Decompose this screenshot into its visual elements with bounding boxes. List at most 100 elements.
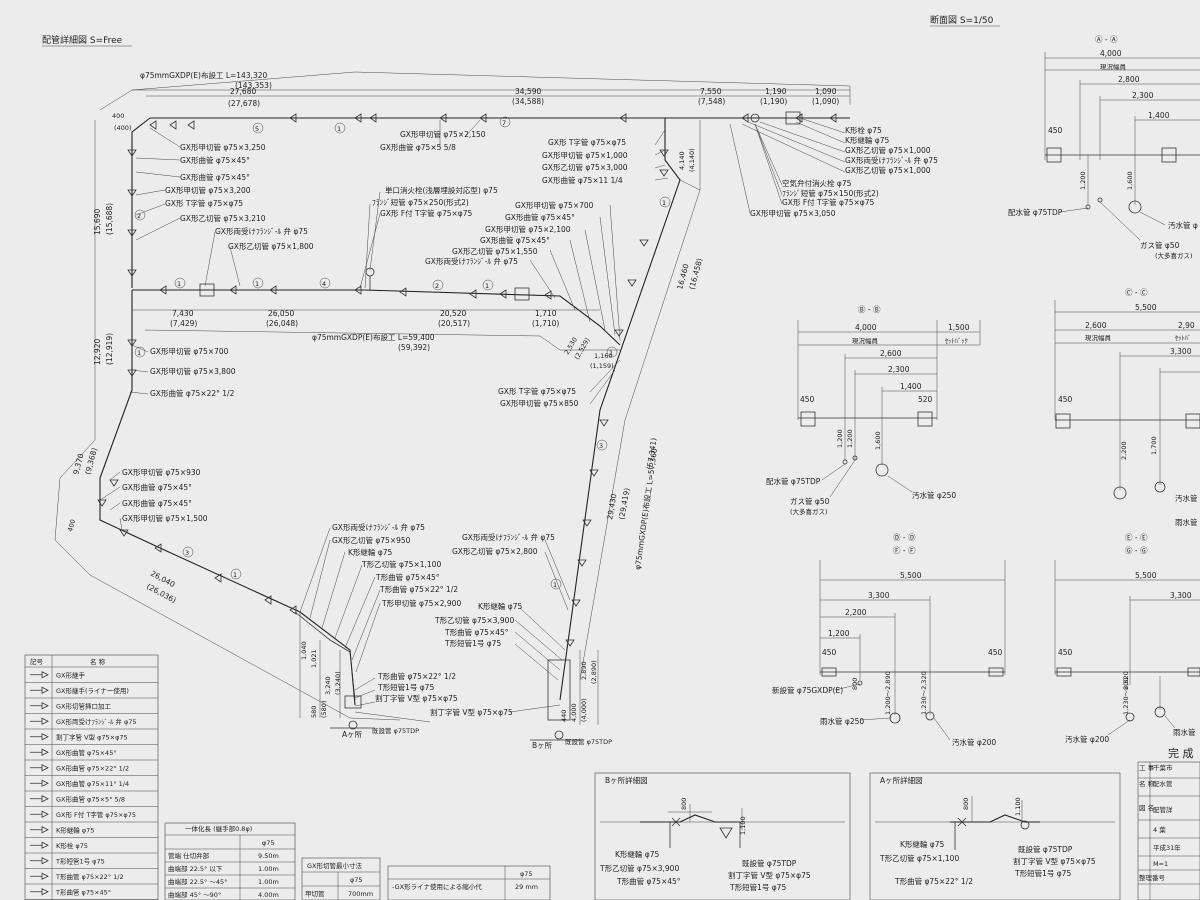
legend-row-label: GX形両受けﾌﾗﾝｼﾞ-ﾙ 弁 φ75	[56, 717, 137, 726]
svg-text:GX形 T字管 φ75×φ75: GX形 T字管 φ75×φ75	[498, 386, 576, 396]
svg-text:(7,429): (7,429)	[170, 319, 197, 328]
svg-text:-GX形ライナ使用による縮小代: -GX形ライナ使用による縮小代	[392, 882, 482, 891]
svg-text:T形短管1号 φ75: T形短管1号 φ75	[377, 682, 434, 692]
svg-text:現況幅員: 現況幅員	[1100, 62, 1127, 71]
svg-text:Ⓖ - Ⓖ: Ⓖ - Ⓖ	[1125, 546, 1148, 555]
svg-text:曲端部 45° ～90°: 曲端部 45° ～90°	[168, 890, 221, 899]
svg-text:29,430: 29,430	[605, 493, 618, 521]
svg-text:Ⓒ - Ⓒ: Ⓒ - Ⓒ	[1125, 288, 1148, 297]
svg-text:1,200: 1,200	[836, 429, 844, 448]
svg-text:800: 800	[962, 798, 970, 810]
svg-text:GX形乙切管 φ75×950: GX形乙切管 φ75×950	[332, 535, 411, 545]
svg-text:ｾｯﾄﾊﾞｯｸ: ｾｯﾄﾊﾞｯｸ	[945, 337, 968, 345]
detail-title: 配管詳細図 S=Free	[42, 34, 123, 46]
svg-text:配水管: 配水管	[1153, 779, 1173, 788]
svg-text:1,200: 1,200	[828, 629, 850, 638]
svg-text:GX形曲管 φ75×45°: GX形曲管 φ75×45°	[505, 212, 575, 222]
svg-text:7: 7	[502, 119, 506, 127]
svg-text:Bヶ所詳細図: Bヶ所詳細図	[605, 775, 648, 785]
svg-text:GX形甲切管 φ75×1,500: GX形甲切管 φ75×1,500	[122, 513, 208, 523]
svg-text:T形曲管 φ75×22° 1/2: T形曲管 φ75×22° 1/2	[377, 671, 456, 681]
svg-text:1,230～2,320: 1,230～2,320	[920, 671, 928, 715]
main-pipe-route	[99, 117, 850, 706]
svg-text:(4,000): (4,000)	[580, 698, 588, 722]
svg-text:既設管 φ75TDP: 既設管 φ75TDP	[565, 737, 612, 746]
svg-text:(9,368): (9,368)	[83, 447, 99, 476]
svg-text:K形継輪 φ75: K形継輪 φ75	[348, 547, 393, 557]
svg-text:ﾌﾗﾝｼﾞ短管 φ75×250(形式2): ﾌﾗﾝｼﾞ短管 φ75×250(形式2)	[372, 197, 469, 207]
liner-table: φ75 -GX形ライナ使用による縮小代 29 mm	[387, 865, 551, 900]
svg-text:工 事: 工 事	[1139, 763, 1155, 772]
svg-text:割丁字管 V型 φ75×φ75: 割丁字管 V型 φ75×φ75	[430, 707, 513, 717]
svg-text:割丁字管 V型 φ75×φ75: 割丁字管 V型 φ75×φ75	[728, 870, 811, 880]
joint-markers	[97, 111, 837, 647]
svg-text:配水管 φ75TDP: 配水管 φ75TDP	[1008, 207, 1063, 217]
svg-text:1,190: 1,190	[765, 87, 787, 96]
svg-text:GX形曲管 φ75×11 1/4: GX形曲管 φ75×11 1/4	[542, 175, 623, 185]
svg-text:T形短管1号 φ75: T形短管1号 φ75	[444, 638, 501, 648]
svg-text:800: 800	[1122, 678, 1130, 690]
svg-text:図 名: 図 名	[1139, 803, 1154, 812]
legend-symbol-icon	[30, 857, 49, 865]
legend-symbol-icon	[30, 702, 49, 710]
svg-text:K形継輪 φ75: K形継輪 φ75	[478, 601, 523, 611]
legend-row-label: T形短管1号 φ75	[55, 856, 105, 865]
legend-symbol-icon	[30, 795, 49, 803]
svg-text:5,500: 5,500	[900, 571, 922, 580]
legend-symbol-icon	[30, 733, 49, 741]
legend-row-label: GX形曲管 φ75×22° 1/2	[56, 763, 129, 772]
section-ee: Ⓔ - Ⓔ Ⓖ - Ⓖ 5,500 3,300 450 800 1,230～2,…	[1054, 533, 1200, 744]
svg-text:520: 520	[918, 395, 933, 404]
svg-text:1: 1	[255, 280, 259, 288]
svg-text:(3,240): (3,240)	[334, 671, 342, 695]
svg-text:2,600: 2,600	[1085, 321, 1107, 330]
svg-text:1,700: 1,700	[1150, 436, 1158, 455]
svg-text:GX形乙切管 φ75×1,000: GX形乙切管 φ75×1,000	[845, 145, 931, 155]
min-cut-table: GX形切管最小寸法 φ75 甲切管 700mm	[301, 857, 381, 900]
svg-text:20,520: 20,520	[440, 309, 466, 318]
svg-text:7,550: 7,550	[700, 87, 722, 96]
svg-text:K形継輪 φ75: K形継輪 φ75	[900, 839, 945, 849]
svg-text:甲切管: 甲切管	[305, 889, 325, 898]
svg-text:1,500: 1,500	[948, 323, 970, 332]
svg-text:(580): (580)	[320, 701, 328, 718]
svg-text:管端 仕切弁部: 管端 仕切弁部	[168, 851, 210, 860]
svg-text:GX形両受けﾌﾗﾝｼﾞ-ﾙ 弁 φ75: GX形両受けﾌﾗﾝｼﾞ-ﾙ 弁 φ75	[425, 256, 518, 266]
svg-text:Aヶ所: Aヶ所	[342, 729, 363, 739]
svg-text:整理番号: 整理番号	[1139, 873, 1166, 882]
svg-text:Ⓐ - Ⓐ: Ⓐ - Ⓐ	[1095, 35, 1118, 44]
section-aa: Ⓐ - Ⓐ 4,000 現況幅員 2,800 2,300 1,400 450 1…	[1008, 35, 1200, 260]
svg-text:割丁字管 V型 φ75×φ75: 割丁字管 V型 φ75×φ75	[1013, 856, 1096, 866]
svg-text:一体化長 (継手部0.8φ): 一体化長 (継手部0.8φ)	[185, 824, 252, 833]
svg-text:4 葉: 4 葉	[1153, 825, 1166, 834]
svg-text:GX形乙切管 φ75×1,000: GX形乙切管 φ75×1,000	[845, 165, 931, 175]
svg-text:Ⓕ - Ⓕ: Ⓕ - Ⓕ	[893, 546, 916, 555]
svg-text:GX形両受けﾌﾗﾝｼﾞ-ﾙ 弁 φ75: GX形両受けﾌﾗﾝｼﾞ-ﾙ 弁 φ75	[215, 226, 308, 236]
svg-text:GX形曲管 φ75×45°: GX形曲管 φ75×45°	[180, 172, 250, 182]
svg-text:Ⓑ - Ⓑ: Ⓑ - Ⓑ	[858, 305, 881, 314]
svg-text:Bヶ所: Bヶ所	[532, 740, 553, 750]
svg-text:現況幅員: 現況幅員	[1085, 333, 1112, 342]
svg-text:GX形甲切管 φ75×700: GX形甲切管 φ75×700	[150, 346, 229, 356]
svg-text:φ75mmGXDP(E)布設工 L=143,320: φ75mmGXDP(E)布設工 L=143,320	[140, 70, 268, 80]
svg-text:φ75: φ75	[520, 870, 533, 878]
svg-text:1,160: 1,160	[594, 352, 613, 360]
svg-text:T形乙切管 φ75×3,900: T形乙切管 φ75×3,900	[599, 863, 679, 873]
svg-text:5,500: 5,500	[1135, 303, 1157, 312]
svg-text:450: 450	[1058, 648, 1073, 657]
svg-text:千葉市: 千葉市	[1153, 763, 1173, 772]
svg-text:K形栓 φ75: K形栓 φ75	[845, 125, 882, 135]
svg-text:GX形両受けﾌﾗﾝｼﾞ-ﾙ 弁 φ75: GX形両受けﾌﾗﾝｼﾞ-ﾙ 弁 φ75	[462, 532, 555, 542]
svg-text:Aヶ所詳細図: Aヶ所詳細図	[880, 775, 923, 785]
svg-text:GX形甲切管 φ75×850: GX形甲切管 φ75×850	[500, 398, 579, 408]
svg-text:800: 800	[680, 798, 688, 810]
svg-text:T形乙切管 φ75×1,100: T形乙切管 φ75×1,100	[361, 559, 441, 569]
svg-text:700mm: 700mm	[348, 890, 373, 898]
svg-text:GX形甲切管 φ75×3,800: GX形甲切管 φ75×3,800	[150, 366, 236, 376]
svg-text:名 称: 名 称	[1139, 779, 1155, 788]
svg-text:雨水管 φ250: 雨水管 φ250	[820, 716, 864, 726]
legend-row-label: GX形継手	[56, 670, 85, 679]
svg-text:1,600: 1,600	[874, 431, 882, 450]
svg-text:ﾌﾗﾝｼﾞ短管 φ75×150(形式2): ﾌﾗﾝｼﾞ短管 φ75×150(形式2)	[782, 188, 879, 198]
svg-text:(大多喜ガス): (大多喜ガス)	[790, 507, 828, 516]
